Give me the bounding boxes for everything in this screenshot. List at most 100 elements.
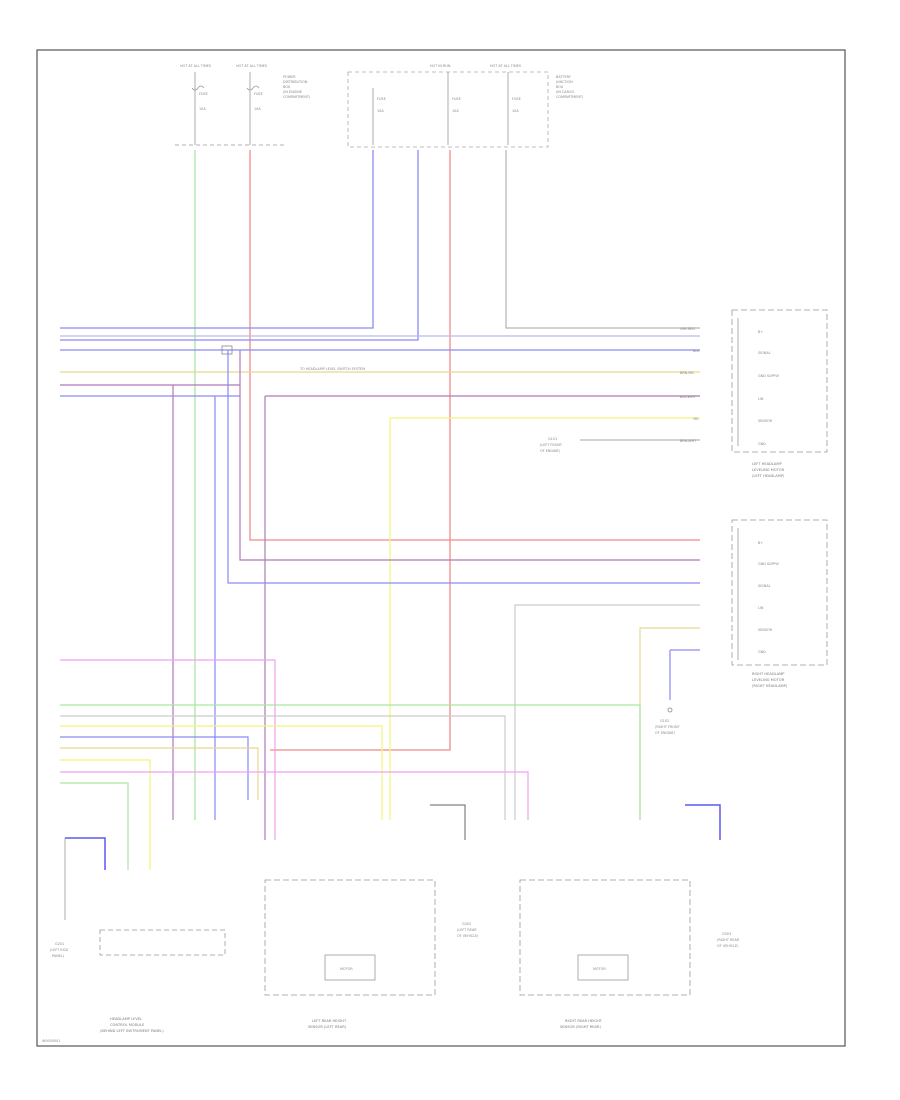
fuse-3-amp: 10A bbox=[377, 109, 384, 113]
fuse-panel-left-label-4: (IN ENGINE bbox=[283, 90, 302, 94]
fuse-5-amp: 10A bbox=[512, 109, 519, 113]
left-wire-5: YEL bbox=[693, 417, 699, 421]
wire-pink-2 bbox=[60, 771, 529, 820]
wire-group-module bbox=[60, 659, 641, 870]
fuse-panel-right-label-2: JUNCTION bbox=[555, 80, 573, 84]
right-pin-1: B+ bbox=[758, 541, 763, 545]
left-pin-1: B+ bbox=[758, 330, 763, 334]
right-sensor-label-1: RIGHT REAR HEIGHT bbox=[565, 1019, 603, 1023]
wire-grey-right bbox=[505, 150, 700, 329]
right-headlamp-label-2: LEVELING MOTOR bbox=[752, 678, 785, 682]
fuse-3-label: FUSE bbox=[377, 97, 386, 101]
wire-red-right bbox=[270, 150, 451, 751]
fuse-panel-left-label-3: BOX bbox=[283, 85, 291, 89]
fuse-4-label: FUSE bbox=[452, 97, 461, 101]
left-sensor-label-2: SENSOR (LEFT REAR) bbox=[308, 1025, 347, 1029]
wire-pink-1 bbox=[60, 659, 276, 840]
left-pin-4: LIN bbox=[758, 397, 764, 401]
splice-label: TO HEADLAMP LEVEL SWITCH SYSTEM bbox=[299, 367, 365, 371]
ground-right-label-2: (RIGHT FRONT bbox=[655, 725, 681, 729]
fuse-block-right: FUSE 10A HOT IN RUN FUSE 10A HOT AT ALL … bbox=[347, 64, 584, 148]
wire-grey-2 bbox=[60, 715, 506, 820]
left-wire-2: BLU bbox=[693, 349, 700, 353]
wire-blue-right-headlamp bbox=[227, 350, 700, 584]
module-label-1: HEADLAMP LEVEL bbox=[110, 1017, 142, 1021]
fuse-4-top-label: HOT IN RUN bbox=[430, 64, 451, 68]
splice: TO HEADLAMP LEVEL SWITCH SYSTEM bbox=[221, 345, 365, 371]
wire-blue-3 bbox=[60, 736, 249, 800]
left-sensor-label-1: LEFT REAR HEIGHT bbox=[312, 1019, 347, 1023]
right-headlamp-label-3: (RIGHT HEADLAMP) bbox=[752, 684, 788, 688]
wire-red-left bbox=[249, 150, 700, 541]
fuse-block-left: HOT AT ALL TIMES FUSE 10A HOT AT ALL TIM… bbox=[175, 64, 311, 146]
wire-yellow-3 bbox=[60, 759, 151, 870]
wire-green-3 bbox=[60, 782, 129, 870]
fuse-4-amp: 10A bbox=[452, 109, 459, 113]
right-pin-2: GND SUPPLY bbox=[758, 562, 780, 566]
fuse-2-amp: 10A bbox=[254, 107, 261, 111]
fuse-5-top-label: HOT AT ALL TIMES bbox=[490, 64, 521, 68]
fuse-panel-right-label-3: BOX bbox=[556, 85, 564, 89]
diagram-border bbox=[36, 49, 846, 1047]
ground-right-headlamp: G102 (RIGHT FRONT OF ENGINE) bbox=[655, 707, 681, 735]
left-rear-height-sensor: MOTOR G302 (LEFT REAR OF VEHICLE) LEFT R… bbox=[264, 804, 479, 1029]
left-pin-2: SIGNAL bbox=[758, 351, 771, 355]
right-pin-3: SIGNAL bbox=[758, 584, 771, 588]
right-pin-4: LIN bbox=[758, 606, 764, 610]
module-ground-label-2: (LEFT KICK bbox=[50, 948, 69, 952]
right-headlamp-motor: B+ GND SUPPLY SIGNAL LIN SENSOR GND RIGH… bbox=[731, 519, 828, 688]
left-wire-6: BRN-WHT bbox=[680, 439, 697, 443]
wire-blue-right-ground bbox=[669, 649, 700, 700]
ground-left-label-2: (LEFT FRONT bbox=[540, 443, 563, 447]
fuse-2-top-label: HOT AT ALL TIMES bbox=[236, 64, 267, 68]
wire-blue-a bbox=[60, 150, 374, 329]
left-pin-6: GND bbox=[758, 442, 766, 446]
fuse-1-amp: 10A bbox=[199, 107, 206, 111]
ground-left-label-1: G101 bbox=[548, 437, 557, 441]
right-sensor-ground-label-3: OF VEHICLE) bbox=[717, 944, 739, 948]
wire-violet-headlamp bbox=[264, 395, 700, 840]
left-sensor-ground-label-2: (LEFT REAR bbox=[457, 928, 477, 932]
left-sensor-ground-label-3: OF VEHICLE) bbox=[457, 934, 479, 938]
module-label-2: CONTROL MODULE bbox=[110, 1023, 145, 1027]
module-ground-label-3: PANEL) bbox=[52, 954, 65, 958]
footer-code: W0000001 bbox=[42, 1039, 60, 1043]
wire-grey-right-headlamp bbox=[514, 604, 700, 820]
left-sensor-box-text: MOTOR bbox=[340, 967, 353, 971]
ground-right-label-3: OF ENGINE) bbox=[655, 731, 676, 735]
wire-tan-2 bbox=[60, 747, 259, 800]
left-sensor-ground-label-1: G302 bbox=[462, 922, 471, 926]
fuse-panel-left-label-5: COMPARTMENT) bbox=[283, 95, 311, 99]
right-pin-5: SENSOR bbox=[758, 628, 773, 632]
wire-violet-right-headlamp bbox=[239, 350, 700, 561]
right-sensor-label-2: SENSOR (RIGHT REAR) bbox=[560, 1025, 601, 1029]
left-pin-5: SENSOR bbox=[758, 419, 773, 423]
wire-yellow-2 bbox=[60, 725, 383, 820]
wire-blue-b bbox=[60, 150, 419, 341]
fuse-panel-left-label-2: DISTRIBUTION bbox=[283, 80, 308, 84]
left-pin-3: GND SUPPLY bbox=[758, 374, 780, 378]
left-headlamp-label-3: (LEFT HEADLAMP) bbox=[752, 474, 785, 478]
module-label-3: (BEHIND LEFT INSTRUMENT PANEL) bbox=[100, 1029, 164, 1033]
left-headlamp-motor: B+ SIGNAL GND SUPPLY LIN SENSOR GND GRY-… bbox=[680, 309, 828, 478]
left-headlamp-label-1: LEFT HEADLAMP bbox=[752, 462, 782, 466]
wire-group-horizontal bbox=[60, 335, 700, 840]
fuse-panel-left-label-1: POWER bbox=[283, 75, 296, 79]
fuse-panel-right-label-5: COMPARTMENT) bbox=[556, 95, 584, 99]
fuse-1-label: FUSE bbox=[199, 92, 208, 96]
wire-green-2 bbox=[60, 704, 641, 820]
fuse-panel-right-label-1: BATTERY bbox=[556, 75, 572, 79]
left-wire-3: BRN-YEL bbox=[680, 371, 694, 375]
right-sensor-box-text: MOTOR bbox=[593, 967, 606, 971]
fuse-5-label: FUSE bbox=[512, 97, 521, 101]
fuse-panel-right-label-4: (IN CARGO bbox=[556, 90, 575, 94]
left-wire-4: BLU-WHT bbox=[680, 395, 697, 399]
module-ground-label-1: G201 bbox=[55, 942, 64, 946]
right-headlamp-label-1: RIGHT HEADLAMP bbox=[752, 672, 785, 676]
wire-yellow-headlamp bbox=[389, 417, 700, 820]
ground-left-headlamp: G101 (LEFT FRONT OF ENGINE) bbox=[540, 437, 563, 453]
fuse-2-label: FUSE bbox=[254, 92, 263, 96]
fuse-1-top-label: HOT AT ALL TIMES bbox=[180, 64, 211, 68]
ground-left-label-3: OF ENGINE) bbox=[540, 449, 561, 453]
